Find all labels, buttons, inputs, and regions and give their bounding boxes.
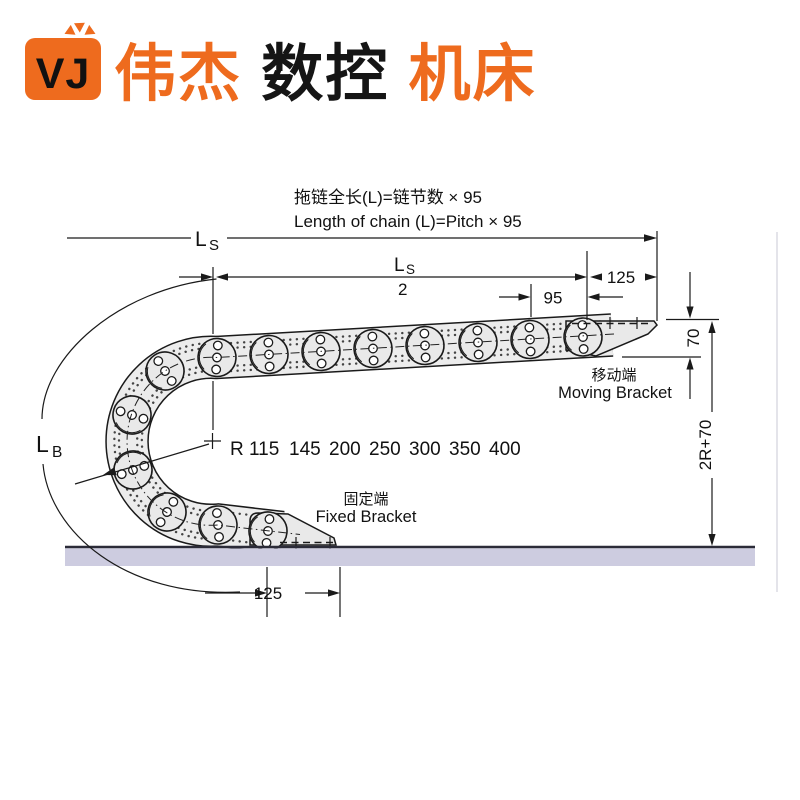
label-fixed-en: Fixed Bracket bbox=[316, 508, 417, 526]
label-moving-en: Moving Bracket bbox=[558, 384, 672, 402]
formula-cn: 拖链全长(L)=链节数 × 95 bbox=[294, 188, 482, 207]
dimension-lines bbox=[41, 231, 719, 617]
ground bbox=[65, 545, 755, 566]
brand-header: VJ 伟杰 数控 机床 bbox=[25, 22, 537, 109]
radius-options: R 115 145 200 250 300 350 400 bbox=[230, 439, 521, 460]
ground-band bbox=[65, 548, 755, 566]
bend-length-arc bbox=[41, 278, 217, 420]
dimension-arrows bbox=[103, 234, 716, 597]
dim-ls: L S bbox=[195, 228, 219, 254]
dim-95: 95 bbox=[544, 289, 563, 308]
moving-bracket-mount-line bbox=[572, 317, 652, 329]
dim-2r70: 2R+70 bbox=[696, 420, 715, 471]
cable-chain bbox=[105, 313, 658, 555]
company-name: 伟杰 数控 机床 bbox=[114, 40, 537, 109]
formula-en: Length of chain (L)=Pitch × 95 bbox=[294, 212, 522, 231]
dim-ls-half: L S 2 bbox=[394, 255, 419, 299]
label-moving-cn: 移动端 bbox=[591, 367, 636, 384]
logo-monogram: VJ bbox=[36, 50, 91, 98]
label-fixed-cn: 固定端 bbox=[343, 491, 388, 508]
logo-square bbox=[25, 38, 101, 100]
dim-125-top: 125 bbox=[607, 268, 635, 287]
dim-lb: L B bbox=[36, 431, 62, 461]
dim-70: 70 bbox=[684, 329, 703, 348]
dim-125-bottom: 125 bbox=[254, 584, 282, 603]
chain-centerline bbox=[126, 333, 615, 535]
annotations: 拖链全长(L)=链节数 × 95 Length of chain (L)=Pit… bbox=[36, 188, 715, 603]
vj-logo-icon: VJ bbox=[25, 22, 101, 100]
